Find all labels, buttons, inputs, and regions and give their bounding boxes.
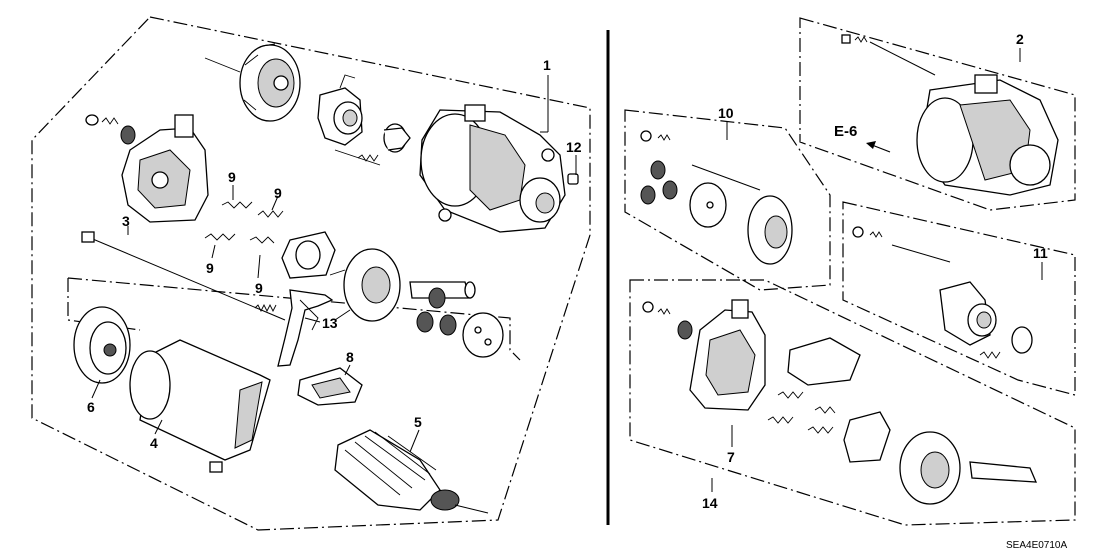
planetary-gears-part bbox=[416, 287, 504, 358]
collar-part bbox=[383, 123, 411, 153]
end-cover-6-part bbox=[73, 306, 131, 384]
reference-label: E-6 bbox=[834, 123, 857, 140]
brush-plate-part bbox=[281, 231, 336, 279]
callout-6: 6 bbox=[87, 399, 95, 415]
callout-5: 5 bbox=[414, 414, 422, 430]
group-10-parts bbox=[640, 130, 793, 265]
callout-2: 2 bbox=[1016, 31, 1024, 47]
starter-assembly-part bbox=[841, 34, 1059, 196]
callout-8: 8 bbox=[346, 349, 354, 365]
armature-5-part bbox=[334, 429, 489, 514]
group-14-boundary bbox=[629, 279, 1076, 526]
brush-holder-part bbox=[85, 114, 209, 223]
rear-cover-part bbox=[204, 43, 301, 122]
callout-7: 7 bbox=[727, 449, 735, 465]
callout-3: 3 bbox=[122, 213, 130, 229]
group-10-boundary bbox=[624, 109, 831, 291]
callout-9a: 9 bbox=[228, 169, 236, 185]
leaders-left bbox=[91, 75, 577, 453]
e6-reference: E-6 bbox=[834, 123, 891, 153]
shift-lever-part bbox=[317, 74, 381, 166]
end-frame-part bbox=[329, 248, 476, 322]
bolt-12-part bbox=[567, 173, 579, 185]
callout-1: 1 bbox=[543, 57, 551, 73]
through-bolts-part bbox=[81, 231, 286, 321]
group-2-boundary bbox=[799, 17, 1076, 211]
callout-11: 11 bbox=[1033, 245, 1048, 261]
callout-4: 4 bbox=[150, 435, 158, 451]
callout-13: 13 bbox=[322, 315, 338, 331]
bracket-13-part bbox=[277, 289, 334, 367]
callout-9c: 9 bbox=[206, 260, 214, 276]
arrow-left-icon bbox=[866, 141, 891, 153]
brush-springs-part bbox=[204, 201, 284, 244]
yoke-4-part bbox=[129, 339, 271, 473]
group-11-parts bbox=[852, 226, 1033, 359]
group-14-parts bbox=[642, 299, 1038, 505]
front-housing-part bbox=[419, 104, 566, 233]
diagram-code: SEA4E0710A bbox=[1006, 540, 1067, 551]
callout-14: 14 bbox=[702, 495, 718, 511]
callout-9b: 9 bbox=[274, 185, 282, 201]
callout-9d: 9 bbox=[255, 280, 263, 296]
callout-12: 12 bbox=[566, 139, 582, 155]
grommet-8-part bbox=[297, 367, 363, 406]
callout-10: 10 bbox=[718, 105, 734, 121]
group-11-boundary bbox=[842, 201, 1076, 396]
callout-labels: 1 2 3 4 5 6 7 8 9 9 9 9 10 11 12 13 14 bbox=[87, 31, 1048, 511]
